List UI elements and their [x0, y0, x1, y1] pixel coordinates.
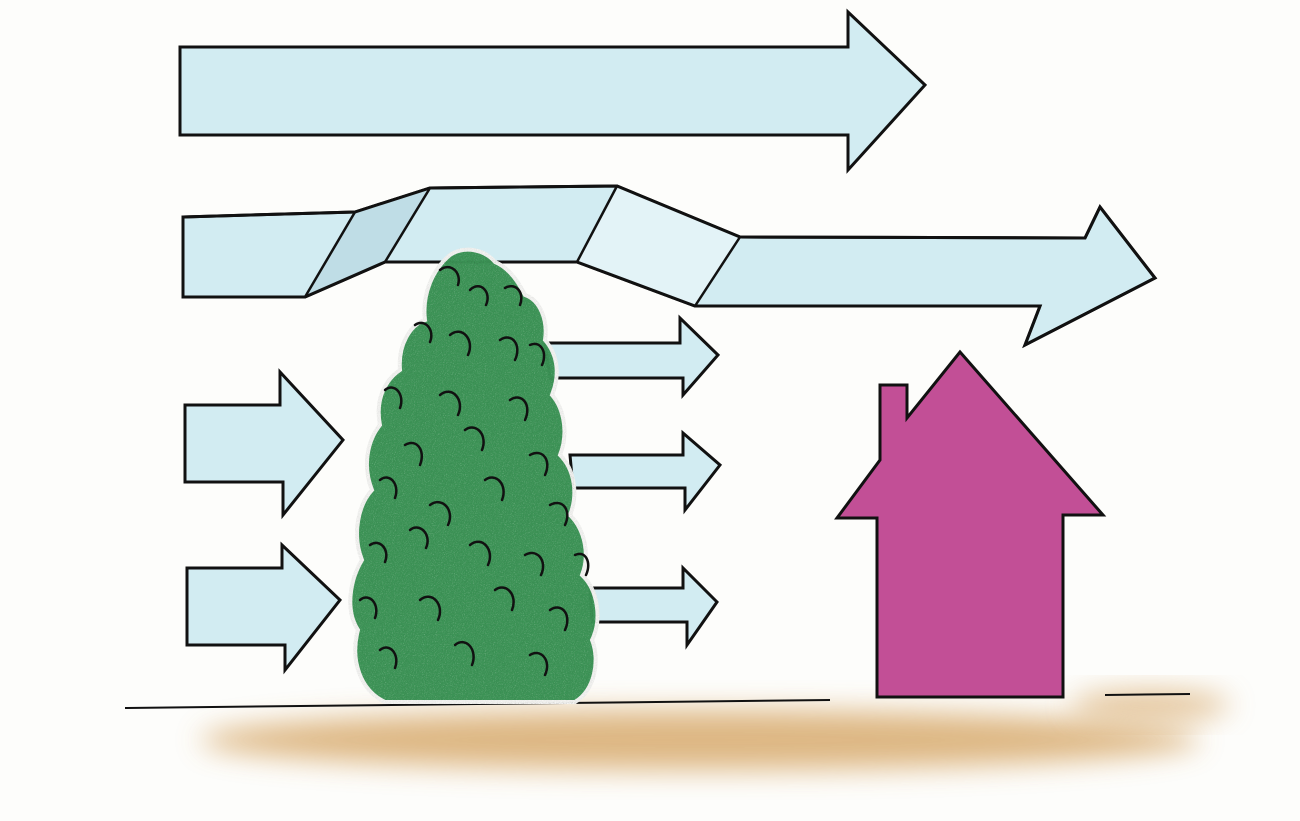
wind-arrow-icon	[568, 429, 723, 515]
deflected-wind-arrow-icon	[181, 184, 1158, 349]
wind-arrow-icon	[185, 541, 343, 675]
house-icon	[834, 349, 1107, 699]
wind-arrow-icon	[183, 368, 345, 520]
wind-arrow-icon	[543, 314, 721, 399]
tree-icon	[348, 247, 600, 704]
wind-arrow-icon	[588, 564, 719, 650]
wind-arrow-icon	[178, 8, 928, 174]
ground-icon	[124, 690, 1230, 770]
